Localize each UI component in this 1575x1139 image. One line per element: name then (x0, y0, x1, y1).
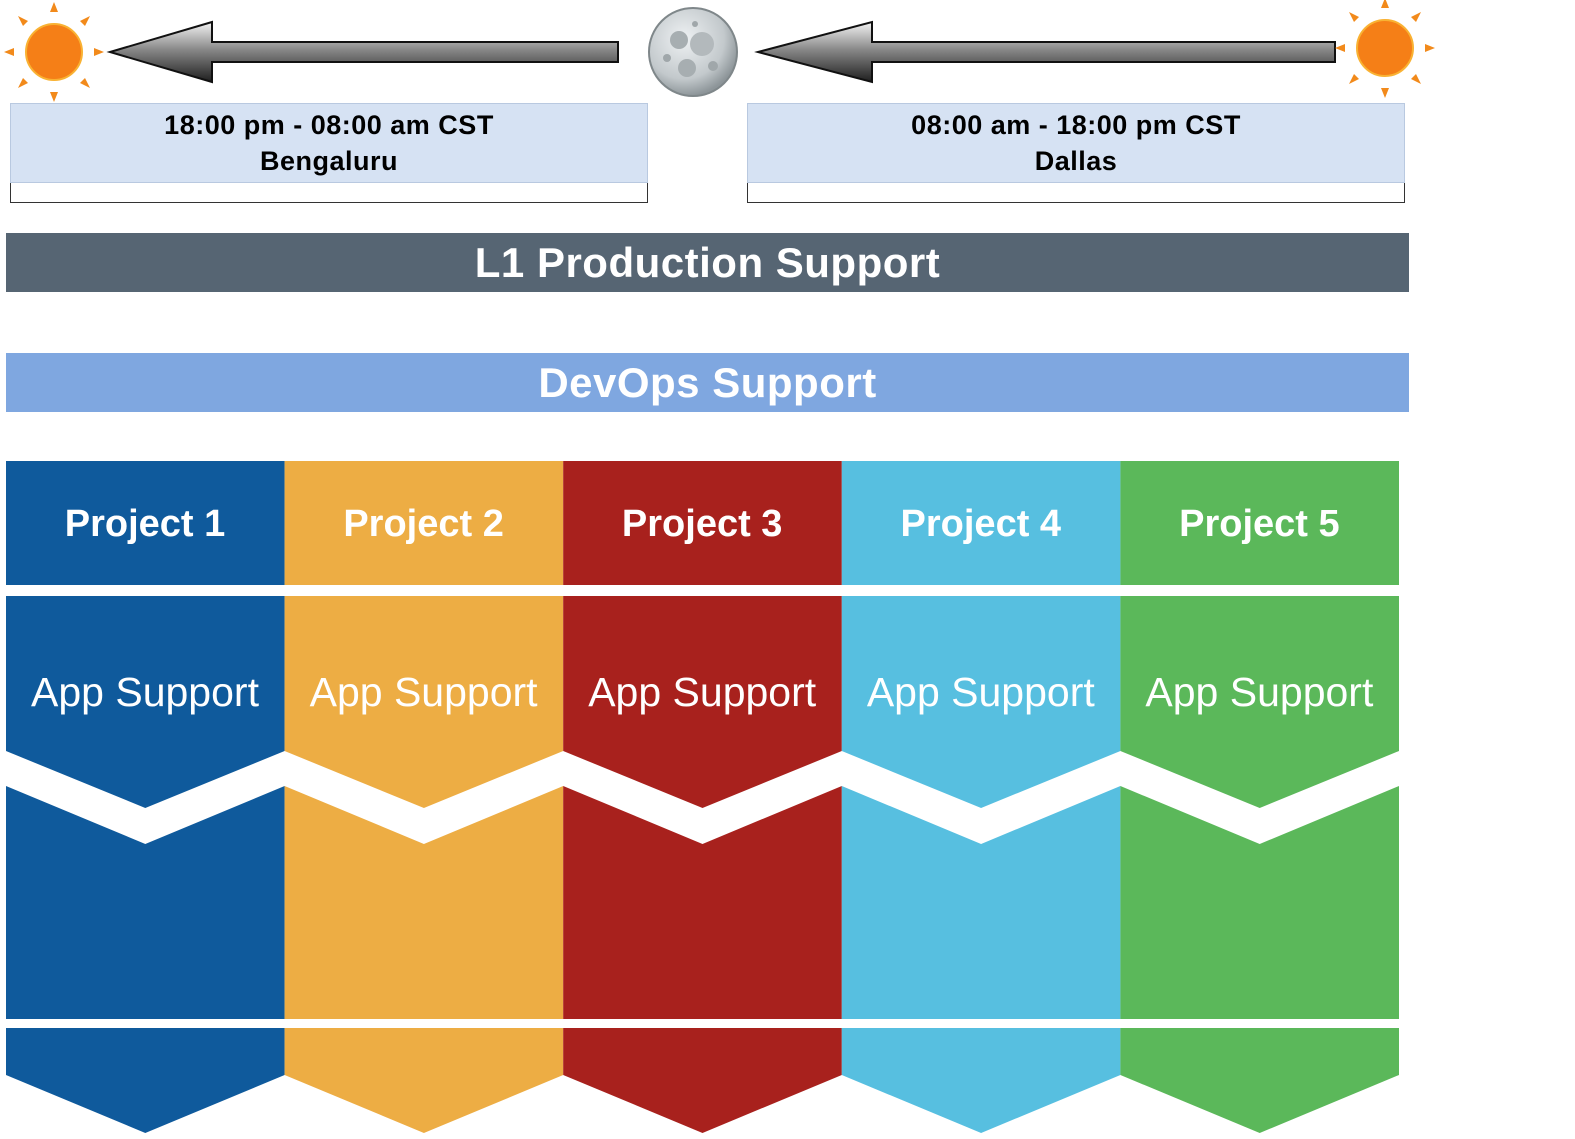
project-title: Project 3 (621, 502, 783, 545)
project-subtitle: App Support (309, 668, 538, 715)
project-chevron-lower (284, 786, 564, 1019)
shift-bracket (10, 183, 648, 203)
shift-box-dallas: 08:00 am - 18:00 pm CST Dallas (747, 103, 1405, 183)
banner-label: DevOps Support (538, 358, 877, 406)
project-title: Project 5 (1179, 502, 1340, 545)
project-header-block (6, 461, 285, 585)
shift-bracket (747, 183, 1405, 203)
project-title: Project 2 (343, 502, 504, 545)
top-icons-layer (4, 0, 1435, 102)
banner-label: L1 Production Support (474, 238, 941, 286)
moon-icon (648, 7, 738, 97)
project-chevron-upper (6, 596, 285, 808)
shift-location: Bengaluru (259, 146, 398, 176)
sun-icon (4, 2, 104, 102)
project-header-block (1120, 461, 1399, 585)
shift-location: Dallas (1034, 146, 1118, 176)
project-chevron-upper (1120, 596, 1399, 808)
project-chevron-bottom (563, 1028, 842, 1133)
project-chevron-upper (841, 596, 1121, 808)
project-title: Project 4 (900, 502, 1062, 545)
project-chevron-bottom (841, 1028, 1121, 1133)
project-chevron-upper (563, 596, 842, 808)
shift-time: 18:00 pm - 08:00 am CST (164, 110, 494, 140)
l1-production-support-banner: L1 Production Support (6, 233, 1409, 292)
project-title: Project 1 (64, 502, 226, 545)
project-subtitle: App Support (588, 668, 817, 715)
left-arrow-icon (754, 20, 1336, 84)
project-header-block (284, 461, 564, 585)
project-subtitle: App Support (31, 668, 259, 715)
project-chevron-lower (1120, 786, 1399, 1019)
sun-icon (1335, 0, 1435, 98)
project-chevron-lower (841, 786, 1121, 1019)
project-chevron-upper (284, 596, 564, 808)
project-chevron-bottom (1120, 1028, 1399, 1133)
project-chevron-lower (6, 786, 285, 1019)
devops-support-banner: DevOps Support (6, 353, 1409, 412)
shift-box-bengaluru: 18:00 pm - 08:00 am CST Bengaluru (10, 103, 648, 183)
project-subtitle: App Support (1145, 668, 1374, 715)
shift-time: 08:00 am - 18:00 pm CST (911, 110, 1241, 140)
project-subtitle: App Support (866, 668, 1095, 715)
project-chevron-bottom (284, 1028, 564, 1133)
left-arrow-icon (106, 20, 619, 84)
project-chevron-lower (563, 786, 842, 1019)
project-chevron-bottom (6, 1028, 285, 1133)
project-header-block (841, 461, 1121, 585)
project-header-block (563, 461, 842, 585)
